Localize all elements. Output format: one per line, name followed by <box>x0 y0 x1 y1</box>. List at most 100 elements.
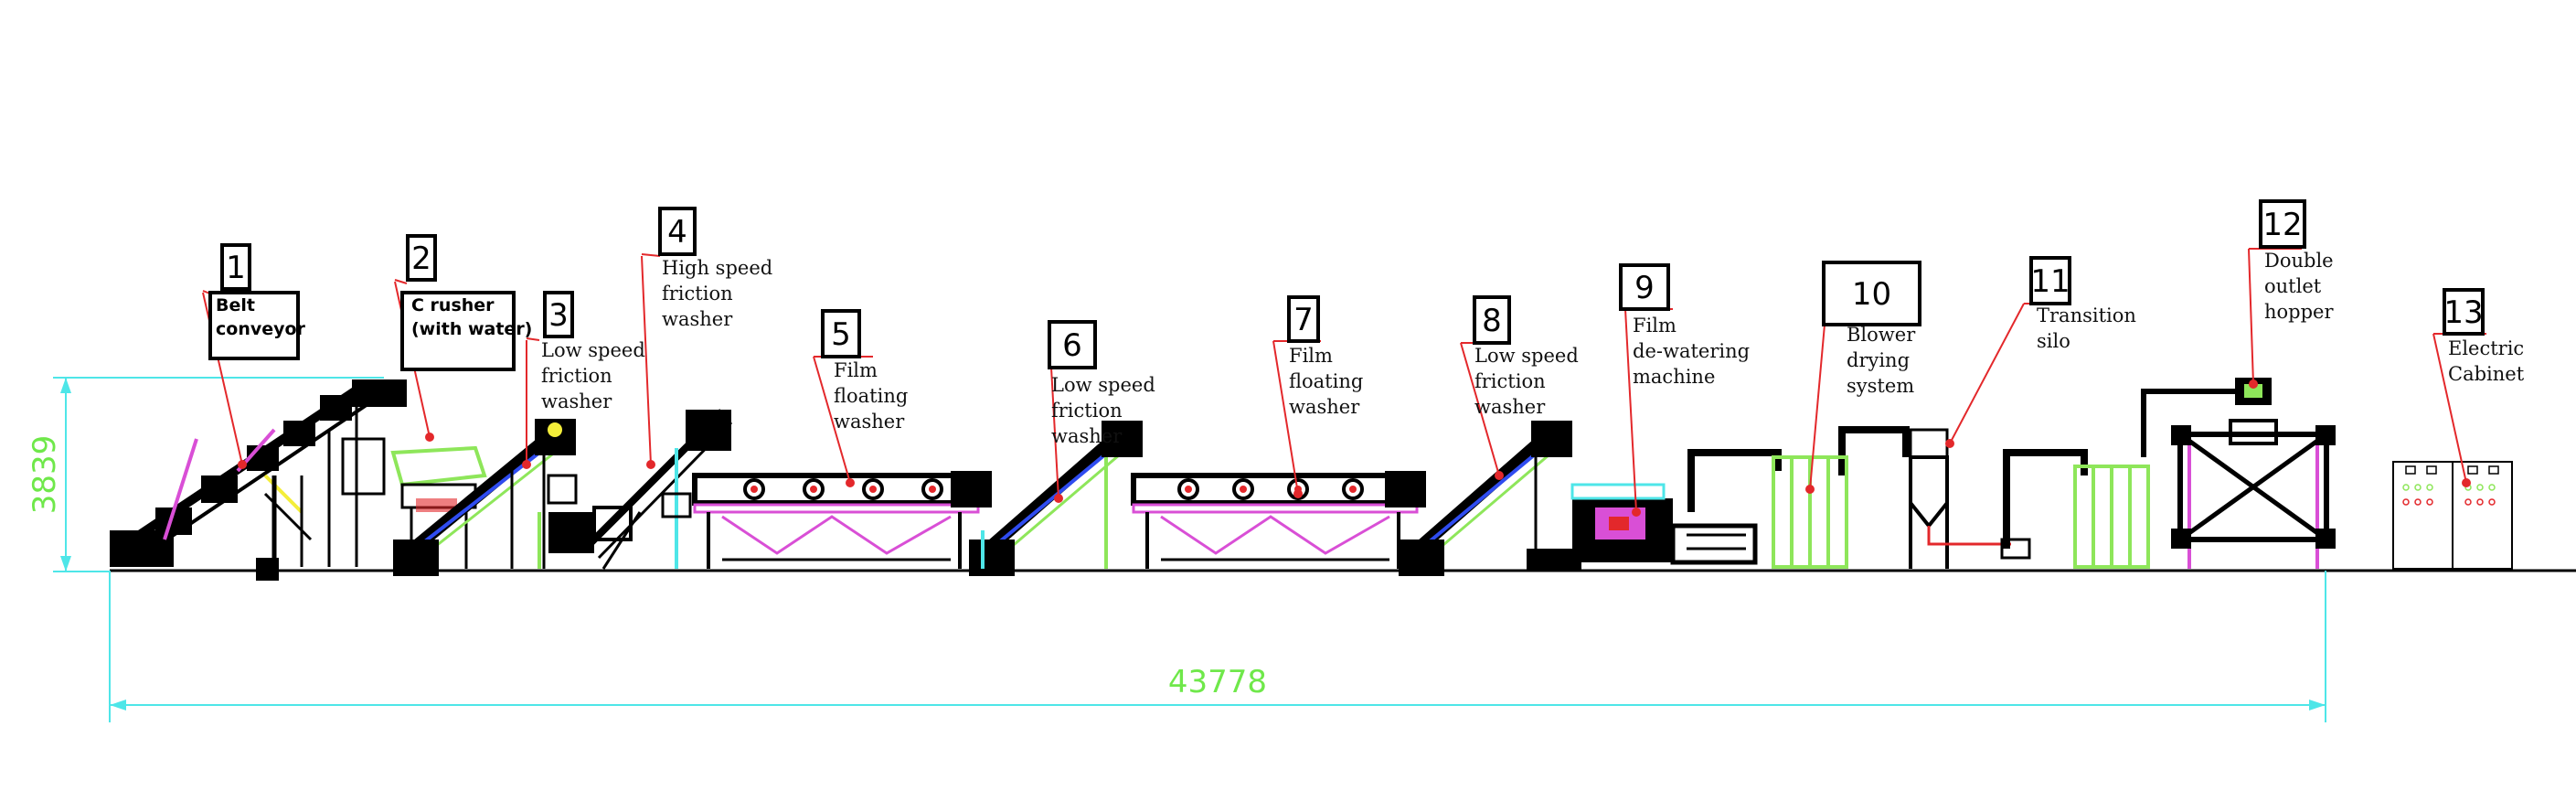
machine-label-6-line-3: washer <box>1051 425 1123 447</box>
machine-label-12-line-1: Double <box>2264 250 2334 272</box>
machine-label-2-line-1: C rusher <box>411 295 495 315</box>
machine-label-6-line-2: friction <box>1051 400 1123 422</box>
machine-label-13-line-1: Electric <box>2448 337 2524 359</box>
number-box-6 <box>1048 320 1097 369</box>
leader-tick-3 <box>526 337 540 341</box>
machine-label-11-line-1: Transition <box>2037 304 2136 326</box>
machine-number-12: 12 <box>2262 207 2302 243</box>
machine-label-6-line-1: Low speed <box>1051 374 1155 396</box>
leader-line-10 <box>1809 324 1826 490</box>
machine-label-7-line-1: Film <box>1289 345 1333 367</box>
machine-number-3: 3 <box>548 297 569 334</box>
label-box-1 <box>208 291 300 360</box>
leader-tick-2 <box>394 279 408 284</box>
leader-dot-8 <box>1495 471 1504 480</box>
machine-label-4-line-3: washer <box>662 308 733 330</box>
number-box-8 <box>1473 295 1511 345</box>
leader-line-8 <box>1460 342 1500 476</box>
machine-label-3-line-3: washer <box>541 390 612 412</box>
machine-label-10-line-2: drying <box>1847 349 1910 371</box>
number-box-12 <box>2259 199 2306 249</box>
machine-label-8-line-1: Low speed <box>1474 345 1579 367</box>
leader-dot-2 <box>425 433 434 442</box>
machine-label-5-line-1: Film <box>834 359 878 381</box>
machine-number-2: 2 <box>411 240 431 277</box>
machine-number-13: 13 <box>2443 294 2483 331</box>
leader-tick-4 <box>641 253 661 257</box>
callout-2: 2C rusher(with water) <box>394 234 532 442</box>
length-dimension-value: 43778 <box>1168 664 1267 700</box>
silo-icon <box>1909 428 2150 569</box>
number-box-4 <box>658 207 697 256</box>
machine-label-9-line-3: machine <box>1633 366 1715 388</box>
number-box-11 <box>2029 256 2071 305</box>
leader-dot-7 <box>1293 489 1303 498</box>
machine-label-4-line-2: friction <box>662 283 733 304</box>
leader-line-12 <box>2248 248 2254 385</box>
dewatering-machine-icon <box>1527 483 1758 572</box>
machine-number-11: 11 <box>2030 263 2070 300</box>
machine-label-9-line-2: de-watering <box>1633 340 1750 362</box>
dryer-icon <box>1687 426 1910 569</box>
machine-number-8: 8 <box>1482 303 1502 339</box>
machine-label-3-line-2: friction <box>541 365 612 387</box>
hopper-icon <box>2141 378 2336 569</box>
leader-dot-1 <box>238 460 247 469</box>
machine-label-8-line-3: washer <box>1474 396 1546 418</box>
belt-conveyor-icon <box>110 379 407 581</box>
machine-label-1-line-1: Belt <box>216 295 255 315</box>
leader-dot-13 <box>2462 478 2471 487</box>
machine-label-4-line-1: High speed <box>662 257 772 279</box>
machine-label-12-line-2: outlet <box>2264 275 2322 297</box>
leader-dot-6 <box>1054 494 1063 503</box>
leader-dot-4 <box>646 460 655 469</box>
machine-label-5-line-3: washer <box>834 411 905 433</box>
machine-number-1: 1 <box>226 250 246 286</box>
machine-label-13-line-2: Cabinet <box>2448 363 2525 385</box>
machine-number-9: 9 <box>1634 270 1655 306</box>
leader-dot-12 <box>2249 379 2258 389</box>
machine-label-7-line-2: floating <box>1289 370 1363 392</box>
floating-washer-7-icon <box>1131 471 1426 569</box>
machine-label-12-line-3: hopper <box>2264 301 2334 323</box>
length-dimension: 43778 <box>109 571 2326 722</box>
machine-label-3-line-1: Low speed <box>541 339 645 361</box>
leader-line-5 <box>813 356 851 484</box>
leader-line-9 <box>1624 308 1637 513</box>
leader-line-7 <box>1272 340 1299 495</box>
machine-label-1-line-2: conveyor <box>216 319 306 339</box>
leader-dot-11 <box>1945 439 1954 448</box>
leader-dot-5 <box>846 478 855 487</box>
leader-dot-10 <box>1805 485 1815 494</box>
friction-washer-6-icon <box>969 421 1143 576</box>
friction-washer-8-icon <box>1399 421 1572 576</box>
number-box-3 <box>543 291 574 338</box>
machine-number-4: 4 <box>667 214 687 251</box>
leader-line-4 <box>641 255 652 465</box>
number-box-7 <box>1287 295 1320 343</box>
machine-number-7: 7 <box>1293 302 1314 338</box>
leader-line-13 <box>2432 333 2467 484</box>
machine-label-5-line-2: floating <box>834 385 908 407</box>
leader-dot-3 <box>522 460 531 469</box>
floating-washer-5-icon <box>692 471 992 569</box>
friction-washer-3-icon <box>393 419 578 576</box>
number-box-9 <box>1619 263 1670 311</box>
leader-dot-9 <box>1632 508 1641 517</box>
label-box-2 <box>400 291 516 371</box>
number-box-2 <box>406 234 437 282</box>
machine-number-6: 6 <box>1062 327 1082 364</box>
machine-label-10-line-3: system <box>1847 375 1914 397</box>
machine-number-10: 10 <box>1852 276 1891 313</box>
height-dimension-value: 3839 <box>27 435 63 515</box>
